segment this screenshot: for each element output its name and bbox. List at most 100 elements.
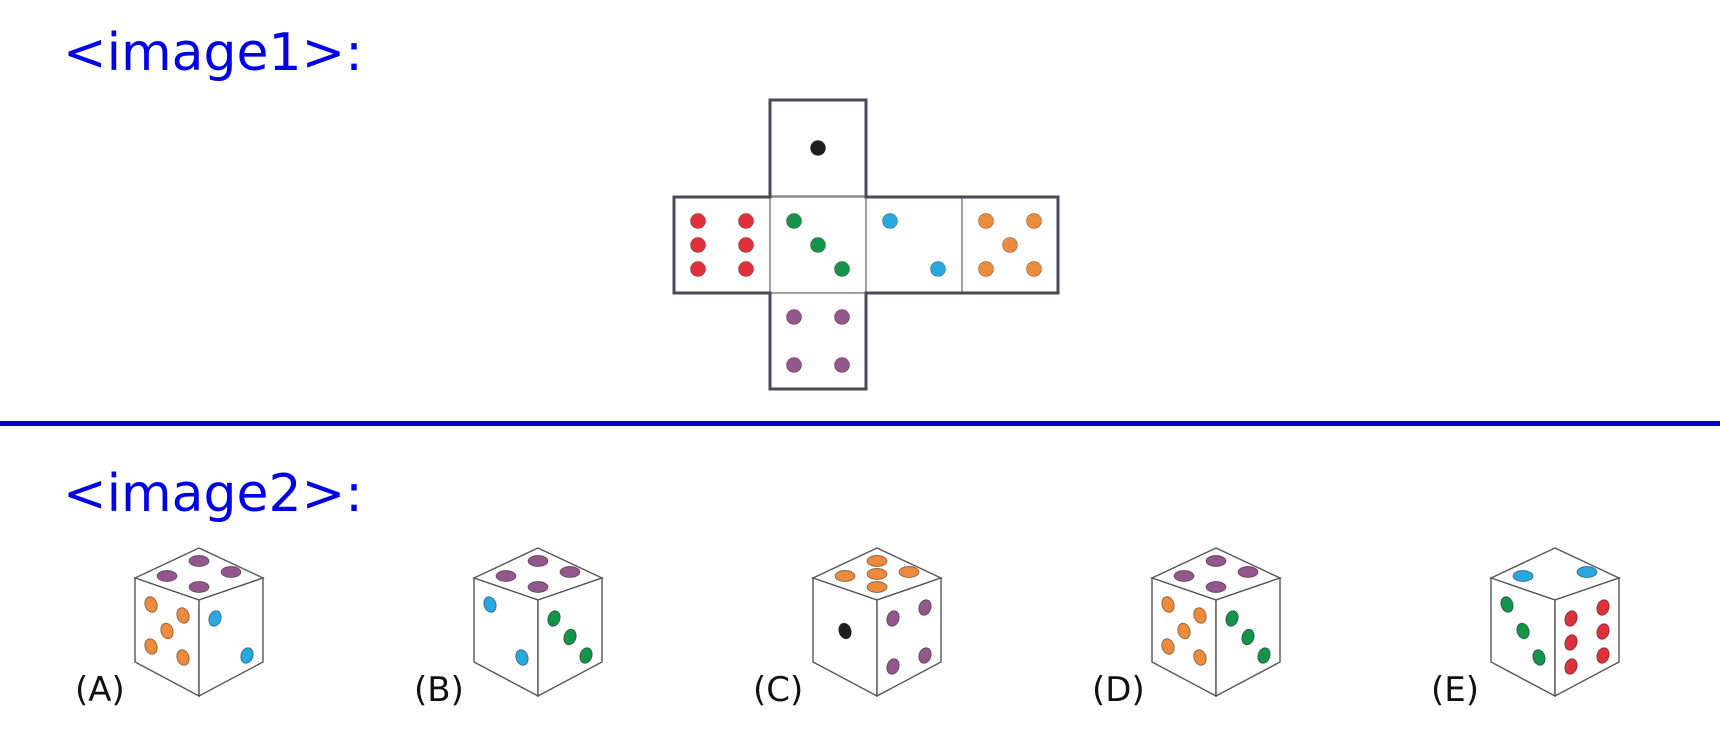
- cube-e: [1489, 547, 1621, 698]
- option-b[interactable]: (B): [402, 540, 702, 720]
- pip: [834, 357, 850, 373]
- pip: [547, 610, 561, 627]
- pip: [1241, 628, 1255, 646]
- pip: [738, 261, 754, 277]
- pip: [978, 261, 994, 277]
- pip: [188, 555, 210, 567]
- pip: [898, 566, 920, 578]
- pip: [515, 649, 529, 666]
- pip: [208, 610, 222, 627]
- pip: [1002, 237, 1018, 253]
- pip: [1237, 566, 1259, 578]
- pip: [786, 213, 802, 229]
- pip: [1532, 649, 1546, 666]
- pip: [1596, 647, 1610, 664]
- cube-c: [811, 547, 943, 698]
- cube-d: [1150, 547, 1282, 698]
- pip: [810, 140, 826, 156]
- net-face-bottom: [769, 292, 867, 390]
- pip: [866, 568, 888, 580]
- net-face-left: [673, 196, 771, 294]
- pip: [144, 596, 158, 613]
- pip: [1257, 647, 1271, 664]
- pip: [1026, 213, 1042, 229]
- pip: [1516, 622, 1530, 640]
- cube-b: [472, 547, 604, 698]
- pip: [1500, 596, 1514, 613]
- pip: [220, 566, 242, 578]
- option-a[interactable]: (A): [63, 540, 363, 720]
- pip: [1193, 607, 1207, 624]
- pip: [144, 638, 158, 655]
- pip: [1205, 581, 1227, 593]
- pip: [918, 599, 932, 616]
- option-e[interactable]: (E): [1419, 540, 1719, 720]
- section-divider: [0, 421, 1720, 426]
- pip: [810, 237, 826, 253]
- pip: [738, 213, 754, 229]
- pip: [886, 610, 900, 627]
- pip: [1564, 658, 1578, 675]
- pip: [1576, 566, 1598, 578]
- pip: [1026, 261, 1042, 277]
- net-outline: [672, 98, 1060, 391]
- pip: [527, 581, 549, 593]
- pip: [866, 555, 888, 567]
- cube-a: [133, 547, 265, 698]
- option-label: (E): [1431, 670, 1480, 710]
- pip: [1225, 610, 1239, 627]
- pip: [786, 357, 802, 373]
- pip: [834, 309, 850, 325]
- option-label: (C): [753, 670, 804, 710]
- pip: [563, 628, 577, 646]
- image2-heading: <image2>:: [63, 464, 363, 524]
- pip: [1596, 623, 1610, 640]
- pip: [882, 213, 898, 229]
- pip: [1596, 599, 1610, 616]
- pip: [579, 647, 593, 664]
- pip: [527, 555, 549, 567]
- pip: [1161, 638, 1175, 655]
- image1-heading: <image1>:: [63, 23, 363, 83]
- pip: [156, 570, 178, 582]
- pip: [160, 622, 174, 640]
- pip: [738, 237, 754, 253]
- net-face-far-right: [961, 196, 1059, 294]
- pip: [1205, 555, 1227, 567]
- pip: [1564, 634, 1578, 651]
- pip: [188, 581, 210, 593]
- option-label: (A): [75, 670, 125, 710]
- pip: [1512, 570, 1534, 582]
- dice-net: [672, 98, 1060, 391]
- net-face-center: [769, 196, 867, 294]
- pip: [1173, 570, 1195, 582]
- pip: [866, 581, 888, 593]
- answer-options: (A) (B) (C) (D) (E): [0, 540, 1720, 720]
- pip: [690, 261, 706, 277]
- pip: [690, 237, 706, 253]
- option-c[interactable]: (C): [741, 540, 1041, 720]
- net-face-right: [865, 196, 963, 294]
- pip: [495, 570, 517, 582]
- pip: [1177, 622, 1191, 640]
- pip: [1564, 610, 1578, 627]
- pip: [930, 261, 946, 277]
- pip: [834, 261, 850, 277]
- option-d[interactable]: (D): [1080, 540, 1380, 720]
- pip: [886, 658, 900, 675]
- pip: [240, 647, 254, 664]
- net-face-top: [769, 99, 867, 197]
- pip: [176, 607, 190, 624]
- pip: [690, 213, 706, 229]
- cube-right-face: [198, 577, 264, 698]
- pip: [834, 570, 856, 582]
- pip: [918, 647, 932, 664]
- pip: [786, 309, 802, 325]
- option-label: (B): [414, 670, 464, 710]
- pip: [559, 566, 581, 578]
- pip: [1161, 596, 1175, 613]
- pip: [978, 213, 994, 229]
- pip: [838, 622, 852, 640]
- pip: [1193, 649, 1207, 666]
- pip: [483, 596, 497, 613]
